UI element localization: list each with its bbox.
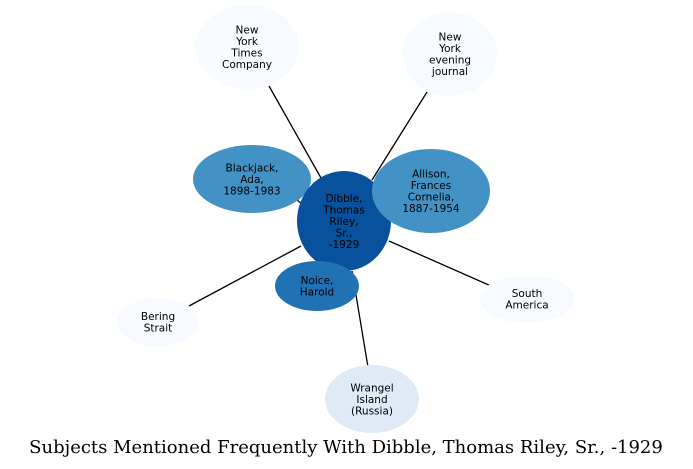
node-label-line: -1929 — [329, 239, 360, 251]
graph-caption: Subjects Mentioned Frequently With Dibbl… — [29, 437, 663, 458]
node-label-line: Blackjack, — [226, 162, 279, 174]
node-label-line: Strait — [144, 323, 173, 335]
node-label-line: Frances — [411, 180, 451, 192]
edge-dibble-bering — [188, 245, 302, 307]
node-label-noice: Noice,Harold — [300, 275, 334, 299]
node-ellipse-south-america — [480, 275, 574, 323]
edges — [188, 85, 492, 368]
node-label-line: America — [505, 300, 548, 312]
node-label-line: New — [439, 32, 462, 44]
node-ellipse-allison — [372, 149, 490, 233]
node-label-line: New — [236, 25, 259, 37]
node-noice[interactable]: Noice,Harold — [275, 261, 359, 311]
node-ellipse-nyt — [195, 5, 299, 89]
node-ellipse-bering — [117, 298, 199, 346]
node-label-line: Thomas — [322, 204, 365, 216]
node-ellipse-nyej — [403, 12, 497, 96]
node-label-line: York — [235, 36, 259, 48]
node-ellipse-noice — [275, 261, 359, 311]
node-label-line: Allison, — [412, 169, 450, 181]
node-label-line: journal — [431, 66, 468, 78]
node-label-line: Wrangel — [350, 382, 393, 394]
node-label-line: Times — [230, 48, 262, 60]
node-label-line: South — [512, 288, 543, 300]
node-label-line: (Russia) — [351, 405, 393, 417]
edge-dibble-south-america — [388, 240, 492, 287]
node-label-line: Cornelia, — [408, 192, 455, 204]
edge-dibble-nyt — [268, 85, 322, 179]
node-label-line: York — [438, 43, 462, 55]
edge-dibble-nyej — [371, 91, 428, 181]
node-ellipse-dibble — [297, 171, 391, 271]
node-label-line: Island — [356, 394, 387, 406]
node-label-line: Bering — [141, 311, 175, 323]
node-label-line: Harold — [300, 287, 334, 299]
node-label-line: Riley, — [329, 216, 358, 228]
node-label-line: Company — [222, 59, 272, 71]
node-label-line: Dibble, — [325, 193, 362, 205]
node-label-line: Ada, — [240, 174, 263, 186]
node-ellipse-blackjack — [193, 145, 311, 213]
node-label-blackjack: Blackjack,Ada,1898-1983 — [223, 162, 280, 197]
node-label-line: Sr., — [336, 227, 353, 239]
node-label-line: 1887-1954 — [402, 203, 460, 215]
node-blackjack[interactable]: Blackjack,Ada,1898-1983 — [193, 145, 311, 213]
node-label-line: evening — [429, 55, 471, 67]
node-ellipse-wrangel — [325, 365, 419, 433]
node-label-line: 1898-1983 — [223, 185, 280, 197]
node-label-line: Noice, — [301, 275, 334, 287]
